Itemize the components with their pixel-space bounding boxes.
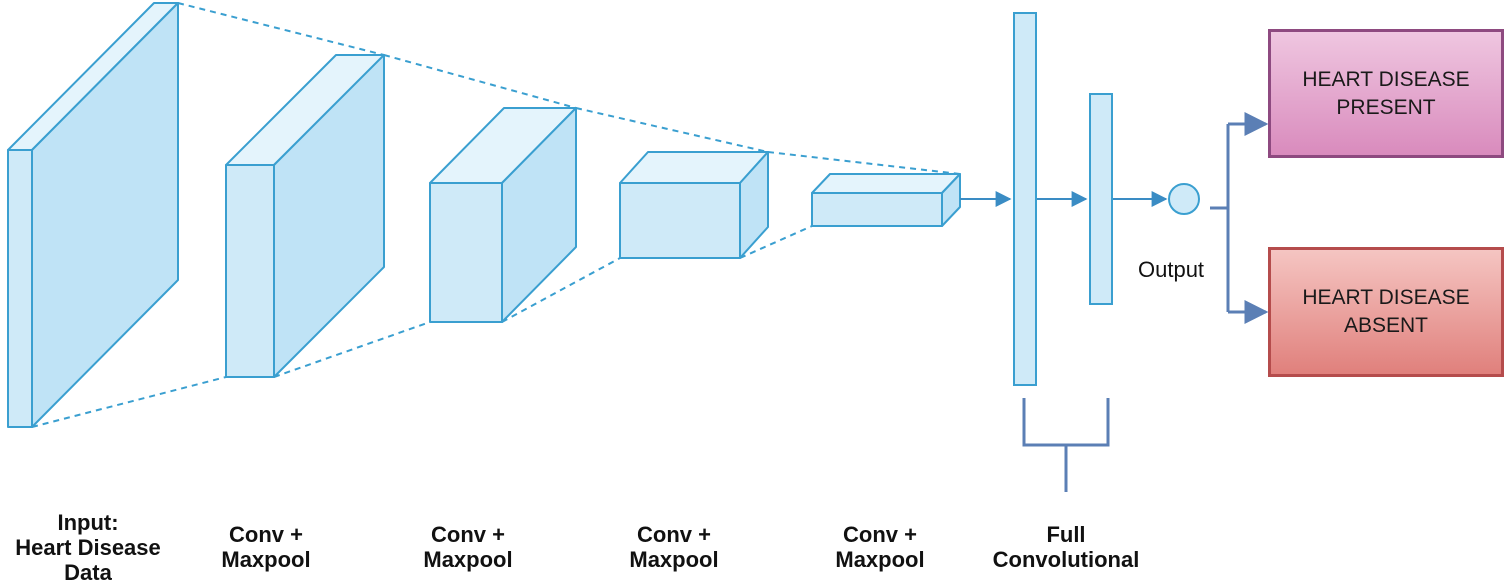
absent-line-2: ABSENT xyxy=(1343,314,1429,337)
stage-label-conv-2: Conv + Maxpool xyxy=(423,522,513,572)
stage-label-conv-4: Conv + Maxpool xyxy=(835,522,925,572)
full-conv-bar-1 xyxy=(1013,12,1037,386)
stage-label-input: Input: Heart Disease Data xyxy=(15,510,161,585)
full-conv-bracket xyxy=(1022,398,1110,492)
absent-line-1: HEART DISEASE xyxy=(1302,286,1470,309)
output-node xyxy=(1168,183,1200,215)
conv-maxpool-block-4 xyxy=(811,173,961,227)
heart-disease-present-box: HEART DISEASE PRESENT xyxy=(1268,29,1504,158)
present-line-2: PRESENT xyxy=(1336,95,1436,119)
input-layer-block xyxy=(7,2,179,428)
full-conv-bar-2 xyxy=(1089,93,1113,305)
conv-maxpool-block-1 xyxy=(225,54,385,378)
stage-label-full-conv: Full Convolutional xyxy=(992,522,1140,572)
stage-label-conv-3: Conv + Maxpool xyxy=(629,522,719,572)
dashed-connectors xyxy=(31,2,961,428)
present-line-1: HEART DISEASE xyxy=(1302,67,1470,91)
conv-maxpool-block-2 xyxy=(429,107,577,323)
output-label: Output xyxy=(1138,257,1205,282)
conv-maxpool-block-3 xyxy=(619,151,769,259)
stage-label-conv-1: Conv + Maxpool xyxy=(221,522,311,572)
heart-disease-absent-box: HEART DISEASE ABSENT xyxy=(1268,247,1504,377)
output-branch xyxy=(1210,112,1269,324)
